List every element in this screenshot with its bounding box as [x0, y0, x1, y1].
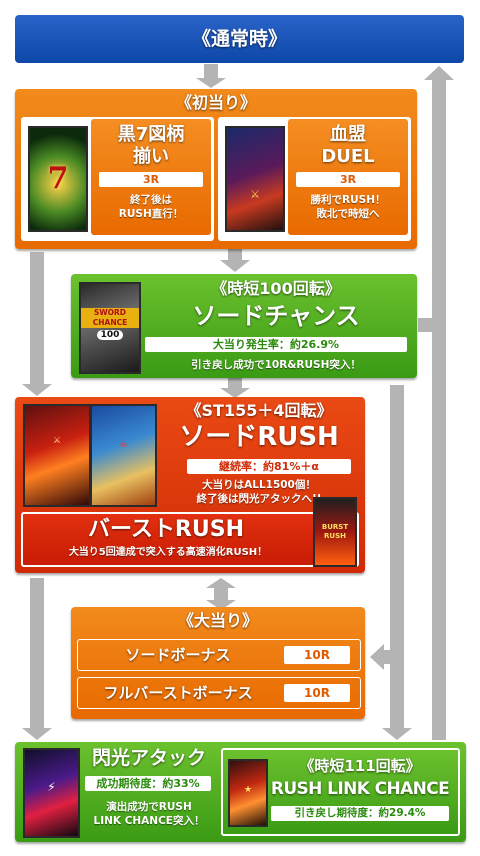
arrow-normal-to-first-shaft: [204, 64, 218, 78]
black7-note-line2: RUSH直行！: [118, 208, 184, 220]
flash-attack-note-line2: LINK CHANCE突入！: [93, 815, 205, 827]
arrow-st-bighit-shaft: [214, 588, 228, 600]
seven-icon: 7: [47, 161, 69, 196]
duel-name-line1: 血盟: [330, 124, 366, 145]
sword-rush-thumb1-icon: ⚔: [52, 436, 62, 446]
flash-thumb-icon: ⚡: [47, 780, 56, 794]
arrow-first-to-jitan-shaft: [228, 248, 242, 260]
arrow-return-shaft: [432, 80, 446, 740]
arrow-right-down-head: [382, 728, 412, 740]
st-rate-badge: 継続率：約81%＋α: [187, 459, 351, 474]
arrow-to-bighit-head: [370, 644, 384, 670]
st-title: 《ST155＋4回転》: [185, 401, 333, 420]
burst-rush-thumb-label: BURST RUSH: [321, 523, 349, 540]
jitan100-rate-badge: 大当り発生率：約26.9%: [145, 337, 407, 352]
jitan100-box: SWORD CHANCE 100 《時短100回転》 ソードチャンス 大当り発生…: [71, 274, 417, 378]
duel-thumbnail: ⚔: [225, 126, 285, 232]
rush-link-name: RUSH LINK CHANCE: [270, 779, 450, 799]
sword-rush-thumbnail-2: ☠: [90, 404, 157, 507]
first-hit-box: 《初当り》 7 黒7図柄 揃い 3R 終了後は RUSH直行！ ⚔ 血盟 DUE…: [15, 89, 417, 249]
duel-note-line1: 勝利でRUSH！: [310, 194, 386, 206]
sword-chance-thumb-label: SWORD CHANCE: [81, 308, 139, 328]
arrow-to-bighit-shaft: [384, 650, 392, 664]
full-burst-bonus-row: フルバーストボーナス 10R: [77, 677, 361, 709]
black7-note-line1: 終了後は: [130, 194, 172, 206]
rush-link-panel: ★ 《時短111回転》 RUSH LINK CHANCE 引き戻し期待度：約29…: [221, 748, 460, 836]
arrow-first-to-st-shaft: [30, 252, 44, 384]
flash-attack-thumbnail: ⚡: [23, 748, 80, 838]
duel-rounds-badge: 3R: [296, 172, 400, 187]
burst-rush-name: バーストRUSH: [88, 517, 244, 542]
jitan100-note: 引き戻し成功で10R&RUSH突入！: [191, 359, 361, 371]
jitan111-rate: 引き戻し期待度：約29.4%: [271, 806, 449, 821]
sword-rush-thumb2-icon: ☠: [119, 440, 128, 450]
st-name: ソードRUSH: [179, 422, 339, 452]
big-hit-box: 《大当り》 ソードボーナス 10R フルバーストボーナス 10R: [71, 607, 365, 719]
sword-bonus-rounds: 10R: [284, 646, 350, 664]
duel-name-line2: DUEL: [321, 146, 375, 167]
rush-link-thumbnail: ★: [228, 759, 268, 827]
black7-thumbnail: 7: [28, 126, 88, 232]
full-burst-bonus-label: フルバーストボーナス: [103, 684, 253, 702]
full-burst-bonus-rounds: 10R: [284, 684, 350, 702]
first-hit-title: 《初当り》: [175, 93, 256, 112]
burst-rush-panel: バーストRUSH 大当り5回達成で突入する高速消化RUSH！: [21, 512, 359, 567]
sword-rush-thumbnail-1: ⚔: [23, 404, 91, 507]
normal-state-box: 《通常時》: [15, 15, 464, 63]
arrow-first-to-jitan-head: [220, 260, 250, 272]
sword-bonus-label: ソードボーナス: [125, 646, 231, 664]
sword-chance-thumb-num: 100: [97, 330, 123, 340]
duel-thumb-icon: ⚔: [250, 188, 260, 201]
arrow-st-bighit-up: [206, 578, 236, 588]
arrow-normal-to-first-head: [196, 78, 226, 88]
arrow-st-to-flash-shaft: [30, 578, 44, 728]
black7-name-line1: 黒7図柄: [117, 124, 185, 145]
st-note-line2: 終了後は閃光アタックへ!!: [196, 493, 322, 505]
jitan100-title: 《時短100回転》: [211, 279, 341, 298]
burst-rush-thumbnail: BURST RUSH: [313, 497, 357, 567]
flash-attack-note-line1: 演出成功でRUSH: [106, 801, 192, 813]
jitan111-title: 《時短111回転》: [299, 757, 421, 775]
sword-chance-thumbnail: SWORD CHANCE 100: [79, 282, 141, 374]
first-hit-right-panel: ⚔ 血盟 DUEL 3R 勝利でRUSH！ 敗北で時短へ: [218, 117, 411, 241]
bottom-box: ⚡ 閃光アタック 成功期待度：約33% 演出成功でRUSH LINK CHANC…: [15, 742, 466, 842]
sword-bonus-row: ソードボーナス 10R: [77, 639, 361, 671]
black7-rounds-badge: 3R: [99, 172, 203, 187]
arrow-jitan-return-branch: [418, 318, 434, 332]
arrow-st-to-flash-head: [22, 728, 52, 740]
arrow-return-head: [424, 66, 454, 80]
black7-info: 黒7図柄 揃い 3R 終了後は RUSH直行！: [91, 119, 211, 235]
arrow-jitan-to-st-shaft: [228, 378, 242, 388]
first-hit-left-panel: 7 黒7図柄 揃い 3R 終了後は RUSH直行！: [21, 117, 214, 241]
jitan100-name: ソードチャンス: [192, 302, 360, 330]
burst-rush-note: 大当り5回達成で突入する高速消化RUSH！: [68, 547, 268, 558]
normal-title: 《通常時》: [191, 28, 287, 50]
black7-name-line2: 揃い: [133, 146, 169, 167]
flash-attack-rate: 成功期待度：約33%: [85, 776, 211, 791]
st-note-line1: 大当りはALL1500個！: [202, 479, 316, 491]
arrow-st-bighit-down: [206, 600, 236, 610]
arrow-right-down-shaft: [390, 385, 404, 728]
big-hit-title: 《大当り》: [177, 611, 258, 630]
flash-attack-name: 閃光アタック: [91, 747, 206, 769]
sword-rush-box: ⚔ ☠ 《ST155＋4回転》 ソードRUSH 継続率：約81%＋α 大当りはA…: [15, 397, 365, 573]
duel-note-line2: 敗北で時短へ: [316, 208, 380, 220]
duel-info: 血盟 DUEL 3R 勝利でRUSH！ 敗北で時短へ: [288, 119, 408, 235]
arrow-jitan-to-st-head: [220, 388, 250, 398]
rush-link-thumb-icon: ★: [243, 785, 253, 795]
arrow-first-to-st-head: [22, 384, 52, 396]
